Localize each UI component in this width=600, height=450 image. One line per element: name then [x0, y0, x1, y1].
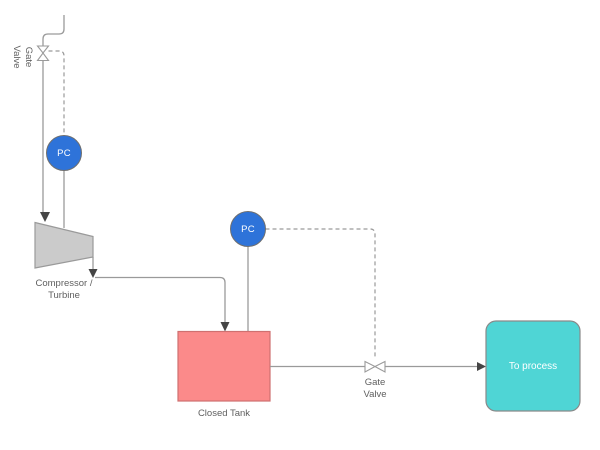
arrowhead-compressor-inlet: [40, 212, 50, 222]
to-process-shape[interactable]: [485, 320, 581, 412]
pc1-label: PC: [57, 147, 71, 159]
to-process-label: To process: [508, 360, 558, 372]
closed-tank-shape[interactable]: [177, 330, 271, 402]
compressor-label: Compressor / Turbine: [35, 278, 93, 301]
gate-valve-2-label: Gate Valve: [363, 377, 387, 400]
arrowhead-process-inlet: [477, 362, 486, 371]
compressor-shape[interactable]: [34, 221, 94, 269]
arrowhead-tank-inlet: [220, 322, 230, 332]
pressure-controller-1[interactable]: [46, 135, 82, 171]
pc2-label: PC: [241, 223, 255, 235]
gate-valve-1-icon[interactable]: [36, 45, 50, 62]
signal-pc2-to-valve2[interactable]: [265, 228, 376, 359]
pressure-controller-2[interactable]: [230, 211, 266, 247]
gate-valve-2-icon[interactable]: [364, 360, 386, 373]
signal-valve1-to-pc1[interactable]: [48, 50, 65, 135]
pipe-to-tank[interactable]: [95, 276, 226, 323]
closed-tank-label: Closed Tank: [197, 408, 251, 419]
pipe-inlet-stub[interactable]: [42, 15, 65, 46]
gate-valve-1-label: Gate Valve: [11, 45, 34, 69]
arrowhead-compressor-outlet: [88, 269, 98, 278]
